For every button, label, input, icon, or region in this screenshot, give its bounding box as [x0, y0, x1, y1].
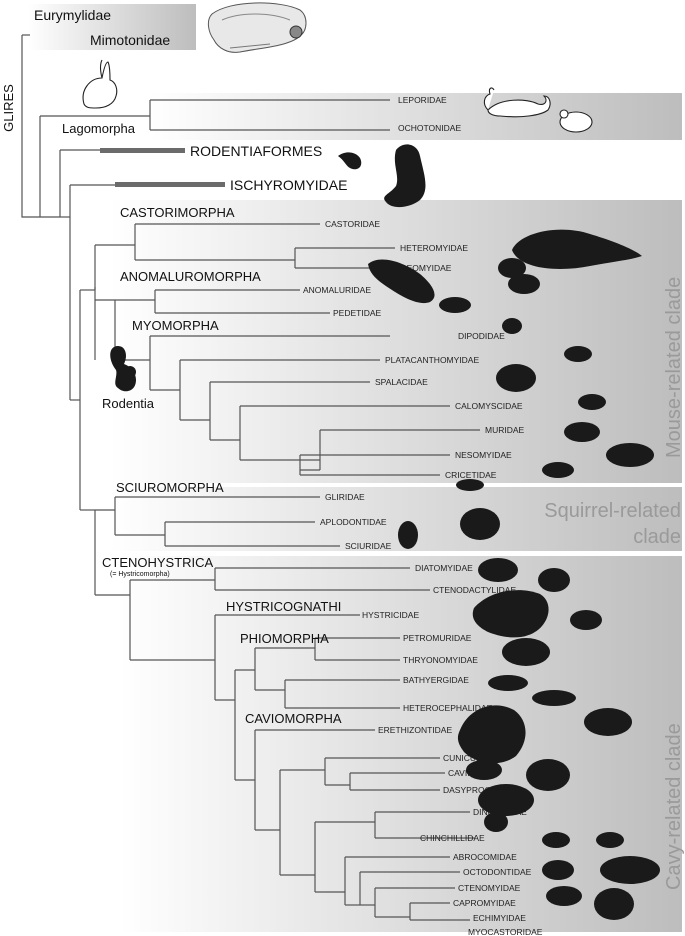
family-sciuridae: SCIURIDAE	[345, 541, 392, 551]
family-echimyidae: ECHIMYIDAE	[473, 913, 526, 923]
family-myocastoridae: MYOCASTORIDAE	[468, 927, 543, 936]
lagomorpha-label: Lagomorpha	[62, 121, 136, 136]
outgroup-label-eurymylidae: Eurymylidae	[34, 7, 111, 23]
family-heteromyidae: HETEROMYIDAE	[400, 243, 468, 253]
squirrel-clade-label-2: clade	[633, 526, 681, 548]
family-muridae: MURIDAE	[485, 425, 525, 435]
fossil-label-rodentiaformes: RODENTIAFORMES	[190, 143, 322, 159]
family-ctenodactylidae: CTENODACTYLIDAE	[433, 585, 516, 595]
family-cuniculidae: CUNICULIDAE	[443, 753, 501, 763]
fossil-bar-rodentiaformes	[100, 148, 185, 153]
rodentia-label: Rodentia	[102, 396, 155, 411]
outgroup-label-mimotonidae: Mimotonidae	[90, 32, 170, 48]
family-calomyscidae: CALOMYSCIDAE	[455, 401, 523, 411]
family-octodontidae: OCTODONTIDAE	[463, 867, 532, 877]
hare-sketch	[82, 59, 118, 109]
family-platacanthomyidae: PLATACANTHOMYIDAE	[385, 355, 479, 365]
family-heterocephalidae: HETEROCEPHALIDAE	[403, 703, 493, 713]
family-anomaluridae: ANOMALURIDAE	[303, 285, 371, 295]
squirrel-silhouette	[110, 346, 136, 392]
squirrel-clade-label-1: Squirrel-related	[544, 500, 681, 522]
mouse-clade-label: Mouse-related clade	[663, 277, 685, 458]
family-chinchillidae: CHINCHILLIDAE	[420, 833, 485, 843]
family-nesomyidae: NESOMYIDAE	[455, 450, 512, 460]
family-thryonomyidae: THRYONOMYIDAE	[403, 655, 478, 665]
group-sciuromorpha: SCIUROMORPHA	[116, 480, 224, 495]
family-hystricidae: HYSTRICIDAE	[362, 610, 419, 620]
outgroup-band	[28, 4, 196, 50]
rodent-silhouette	[338, 144, 660, 920]
family-leporidae: LEPORIDAE	[398, 95, 447, 105]
group-myomorpha: MYOMORPHA	[132, 318, 219, 333]
fossil-bar-ischyromyidae	[115, 182, 225, 187]
cavy-clade-label: Cavy-related clade	[663, 723, 685, 890]
family-erethizontidae: ERETHIZONTIDAE	[378, 725, 452, 735]
group-caviomorpha: CAVIOMORPHA	[245, 711, 342, 726]
lagomorpha-band	[150, 93, 682, 140]
family-castoridae: CASTORIDAE	[325, 219, 380, 229]
family-petromuridae: PETROMURIDAE	[403, 633, 472, 643]
skull-illustration	[207, 2, 307, 53]
tree-branches	[21, 34, 480, 921]
group-ctenohystrica: CTENOHYSTRICA	[102, 555, 214, 570]
family-spalacidae: SPALACIDAE	[375, 377, 428, 387]
fossil-label-ischyromyidae: ISCHYROMYIDAE	[230, 177, 347, 193]
pika-sketch	[559, 109, 593, 133]
group-phiomorpha: PHIOMORPHA	[240, 631, 329, 646]
family-ochotonidae: OCHOTONIDAE	[398, 123, 461, 133]
group-ctenohystrica-note: (= Hystricomorpha)	[110, 571, 170, 578]
rabbit-sketch	[483, 87, 551, 118]
family-ctenomyidae: CTENOMYIDAE	[458, 883, 521, 893]
family-dipodidae: DIPODIDAE	[458, 331, 505, 341]
family-pedetidae: PEDETIDAE	[333, 308, 382, 318]
group-anomaluromorpha: ANOMALUROMORPHA	[120, 269, 261, 284]
family-cricetidae: CRICETIDAE	[445, 470, 497, 480]
group-hystricognathi: HYSTRICOGNATHI	[226, 599, 341, 614]
family-geomyidae: GEOMYIDAE	[400, 263, 452, 273]
squirrel-clade-band	[110, 487, 682, 551]
family-bathyergidae: BATHYERGIDAE	[403, 675, 469, 685]
family-aplodontidae: APLODONTIDAE	[320, 517, 387, 527]
family-capromyidae: CAPROMYIDAE	[453, 898, 516, 908]
group-castorimorpha: CASTORIMORPHA	[120, 205, 235, 220]
root-label: GLIRES	[1, 84, 16, 132]
family-dasyproctidae: DASYPROCTIDAE	[443, 785, 516, 795]
family-abrocomidae: ABROCOMIDAE	[453, 852, 517, 862]
family-gliridae: GLIRIDAE	[325, 492, 365, 502]
family-diatomyidae: DIATOMYIDAE	[415, 563, 473, 573]
